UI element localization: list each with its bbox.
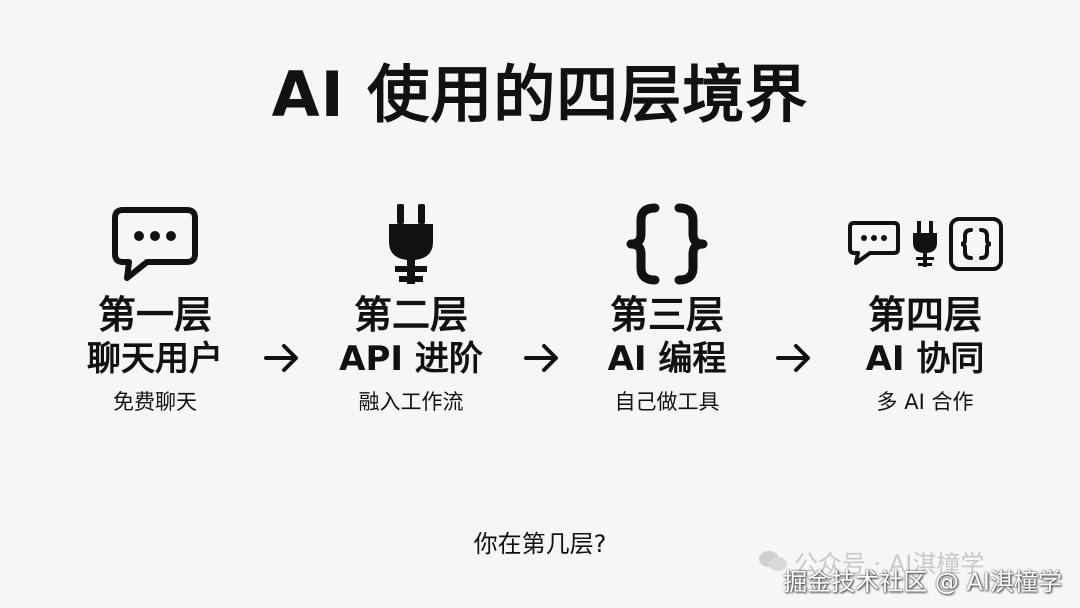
small-chat-bubble-icon: [848, 221, 900, 265]
level-4-name: 第四层: [867, 293, 982, 337]
framed-braces-icon: [949, 217, 1003, 271]
level-4-icon-area: [810, 200, 1040, 288]
level-3-name: 第三层: [609, 293, 724, 337]
plug-icon: [389, 204, 433, 284]
level-2-role: API 进阶: [339, 339, 483, 379]
level-4-desc: 多 AI 合作: [876, 390, 974, 414]
level-3: 第三层 AI 编程 自己做工具: [552, 200, 782, 418]
watermark-faint: 公众号 · AI淇橦学: [794, 550, 985, 578]
level-1-role: 聊天用户: [87, 339, 223, 379]
level-3-role: AI 编程: [607, 339, 727, 379]
wechat-icon: [759, 551, 787, 571]
arrow-3-icon: [776, 344, 810, 372]
level-3-icon-area: [552, 200, 782, 288]
level-4-role: AI 协同: [865, 339, 985, 379]
level-3-desc: 自己做工具: [614, 390, 720, 414]
level-2: 第二层 API 进阶 融入工作流: [296, 200, 526, 418]
chat-bubble-icon: [112, 207, 198, 281]
watermark-main: 掘金技术社区 @ AI淇橦学: [783, 568, 1062, 596]
arrow-1-icon: [264, 344, 298, 372]
page-title: AI 使用的四层境界: [271, 58, 809, 131]
level-4: 第四层 AI 协同 多 AI 合作: [810, 200, 1040, 418]
level-2-icon-area: [296, 200, 526, 288]
level-1-desc: 免费聊天: [113, 390, 197, 414]
small-plug-icon: [913, 221, 937, 267]
arrow-2-icon: [524, 344, 558, 372]
curly-braces-icon: [626, 203, 708, 285]
level-1-icon-area: [40, 200, 270, 288]
level-1: 第一层 聊天用户 免费聊天: [40, 200, 270, 418]
level-1-name: 第一层: [97, 293, 212, 337]
question-text: 你在第几层?: [473, 530, 607, 558]
level-2-name: 第二层: [353, 293, 468, 337]
level-2-desc: 融入工作流: [358, 390, 464, 414]
